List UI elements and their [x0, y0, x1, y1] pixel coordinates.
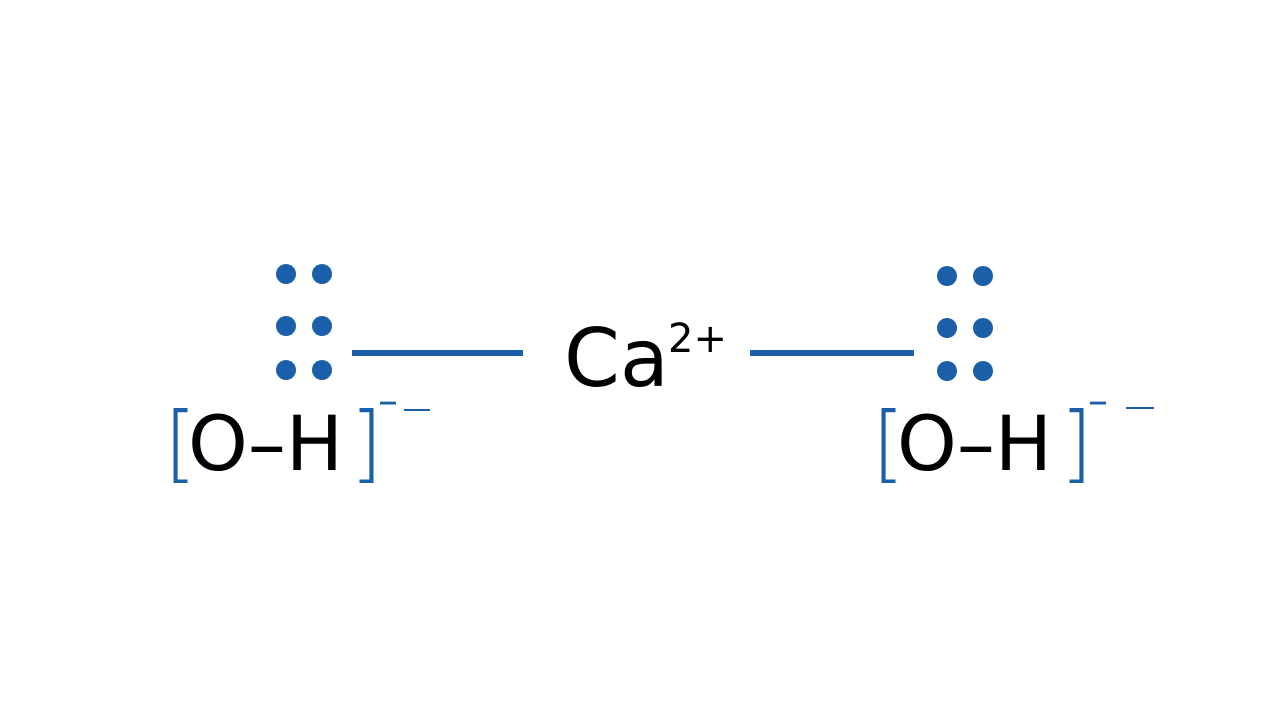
electron-dot [276, 360, 296, 380]
left-lone-pair-dots [276, 264, 332, 380]
electron-dot [937, 266, 957, 286]
right-open-bracket: [ [872, 394, 905, 492]
left-open-bracket: [ [164, 394, 197, 492]
electron-dot [973, 361, 993, 381]
right-atoms-label: O–H [897, 399, 1052, 488]
electron-dot [276, 316, 296, 336]
calcium-charge: 2+ [668, 316, 727, 362]
electron-dot [312, 264, 332, 284]
electron-dot [937, 318, 957, 338]
left-close-bracket: ] [350, 394, 383, 492]
electron-dot [276, 264, 296, 284]
left-charge-label: – [378, 378, 398, 424]
left-hydroxide-ion: [ O–H ] – [164, 264, 430, 492]
central-calcium-ion: Ca 2+ [564, 312, 727, 405]
electron-dot [312, 316, 332, 336]
electron-dot [937, 361, 957, 381]
electron-dot [973, 266, 993, 286]
left-atoms-label: O–H [188, 399, 343, 488]
electron-dot [973, 318, 993, 338]
right-lone-pair-dots [937, 266, 993, 381]
right-close-bracket: ] [1060, 394, 1093, 492]
calcium-symbol: Ca [564, 312, 669, 405]
right-hydroxide-ion: [ O–H ] – [872, 266, 1154, 492]
right-charge-label: – [1088, 378, 1108, 424]
electron-dot [312, 360, 332, 380]
